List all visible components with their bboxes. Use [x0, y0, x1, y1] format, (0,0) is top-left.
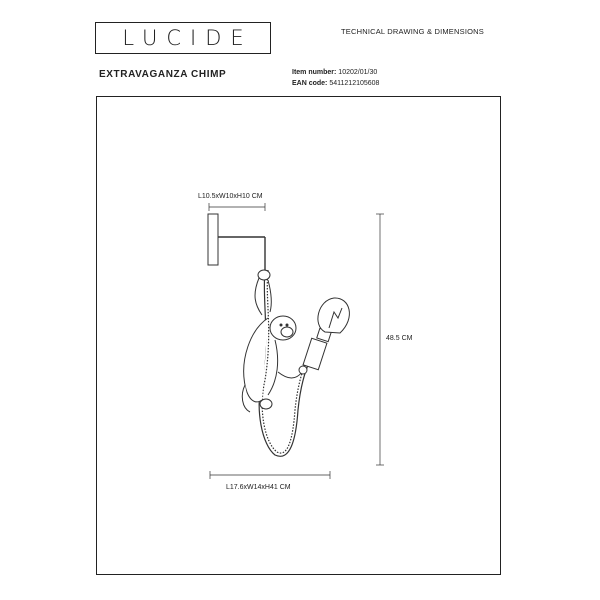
- lucide-logo: LUCIDE: [95, 22, 271, 54]
- top-dimension-line: [208, 203, 266, 211]
- document-type-title: TECHNICAL DRAWING & DIMENSIONS: [341, 27, 484, 36]
- wall-mount-icon: [207, 213, 266, 270]
- height-dimension-label: 48.5 CM: [386, 335, 413, 342]
- rope-icon: [258, 269, 309, 457]
- item-number-row: Item number: 10202/01/30: [292, 67, 379, 78]
- drawing-frame: [96, 96, 501, 575]
- top-dimension-label: L10.5xW10xH10 CM: [198, 193, 263, 200]
- ean-value: 5411212105608: [329, 80, 380, 87]
- logo-text: LUCIDE: [122, 26, 253, 50]
- light-bulb-icon: [302, 297, 350, 371]
- product-meta: Item number: 10202/01/30 EAN code: 54112…: [292, 67, 379, 89]
- height-dimension-line: [376, 213, 384, 466]
- item-number-value: 10202/01/30: [338, 69, 378, 76]
- product-name: EXTRAVAGANZA CHIMP: [99, 69, 227, 80]
- ean-row: EAN code: 5411212105608: [292, 78, 379, 89]
- bottom-dimension-line: [209, 471, 331, 479]
- item-number-label: Item number:: [292, 69, 337, 76]
- ean-label: EAN code:: [292, 80, 328, 87]
- chimp-icon: [241, 269, 308, 413]
- bottom-dimension-label: L17.6xW14xH41 CM: [226, 484, 291, 491]
